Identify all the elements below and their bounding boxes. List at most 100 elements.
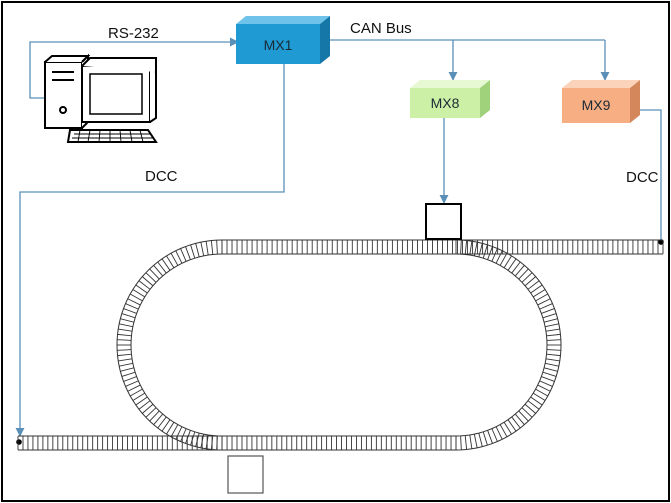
track-tie (532, 289, 546, 298)
track-tie (185, 430, 191, 444)
track-tie (123, 376, 137, 382)
track-tie (121, 313, 136, 319)
can-bus-label: CAN Bus (350, 20, 412, 37)
track-tie (210, 435, 214, 450)
computer-icon (44, 53, 158, 143)
track-tie (161, 419, 171, 432)
track-tie (120, 367, 135, 372)
track-tie (190, 244, 196, 259)
track-tie (546, 353, 561, 357)
track-tie (138, 400, 151, 410)
mx8-device: MX8 (410, 80, 490, 118)
track-tie (120, 318, 135, 323)
track-tie (180, 248, 187, 262)
track-tie (132, 289, 146, 298)
track-tie (210, 240, 214, 255)
track-tie (118, 328, 133, 332)
track-tie (135, 396, 148, 406)
mx9-device: MX9 (562, 80, 640, 123)
track-tie (532, 392, 546, 401)
track-tie (503, 421, 512, 435)
track-tie (503, 255, 512, 269)
track-tie (117, 339, 132, 341)
track-tie (180, 428, 187, 442)
track-tie (524, 403, 536, 414)
track-tie (157, 416, 167, 429)
track-tie (185, 246, 191, 260)
track-tie (464, 240, 468, 255)
mx9-label: MX9 (582, 97, 611, 113)
track-tie (460, 240, 462, 255)
track-tie (521, 272, 533, 283)
track-tie (216, 240, 218, 255)
track-tie (537, 298, 551, 306)
track-tie (460, 435, 462, 450)
detector-block-bottom (227, 455, 264, 494)
track-tie (175, 426, 183, 440)
track-tie (546, 339, 561, 341)
track-tie (514, 413, 525, 425)
track-tie (478, 432, 483, 447)
track-tie (530, 396, 543, 406)
detector-block-top (425, 203, 462, 240)
track-tie (546, 349, 561, 351)
track-tie (121, 371, 136, 377)
track-tie (135, 284, 148, 294)
track-tie (473, 242, 478, 256)
track-tie (145, 272, 157, 283)
track-tie (129, 293, 143, 302)
track-tie (190, 431, 196, 446)
track-tie (166, 255, 175, 269)
track-tie (539, 380, 553, 387)
track-feed-point-left (16, 439, 22, 445)
track-tie (170, 424, 179, 438)
track-tie (127, 384, 141, 392)
track-tie (125, 380, 139, 387)
track-tie (491, 428, 498, 442)
track-tie (153, 265, 164, 277)
track-tie (530, 284, 543, 294)
track-tie (127, 298, 141, 306)
track-tie (175, 250, 183, 264)
track-tie (495, 426, 503, 440)
rs232-wire (29, 37, 239, 99)
track-tie (535, 293, 549, 302)
track-tie (166, 421, 175, 435)
track-tie (545, 328, 560, 332)
track-tie (157, 261, 167, 274)
track-tie (118, 358, 133, 362)
track-tie (195, 432, 200, 447)
track-tie (149, 410, 160, 422)
track-tie (138, 280, 151, 290)
track-tie (119, 362, 133, 367)
track-tie (478, 243, 483, 258)
track-tie (542, 371, 557, 377)
track-tie (129, 388, 143, 397)
track-tie (527, 280, 540, 290)
track-feed-point-right (658, 239, 664, 245)
track-tie (546, 333, 561, 337)
track-tie (469, 241, 473, 256)
mx1-device: MX1 (236, 16, 330, 64)
track-tie (125, 303, 139, 310)
track-tie (195, 243, 200, 258)
track-tie (518, 268, 529, 280)
track-tie (545, 362, 559, 367)
track-tie (511, 416, 521, 429)
dcc-label-left: DCC (145, 168, 178, 185)
track-tie (123, 308, 137, 314)
track-tie (482, 244, 488, 259)
track-tie (205, 241, 209, 256)
track-tie (514, 265, 525, 277)
track-tie (521, 407, 533, 418)
track-tie (216, 435, 218, 450)
dcc-label-right: DCC (626, 169, 659, 186)
dcc-wire-mx1 (15, 62, 285, 437)
track-tie (200, 242, 205, 256)
track-tie (487, 246, 493, 260)
track-tie (142, 403, 154, 414)
track-tie (518, 410, 529, 422)
rs232-label: RS-232 (108, 25, 159, 42)
track-tie (499, 252, 508, 266)
